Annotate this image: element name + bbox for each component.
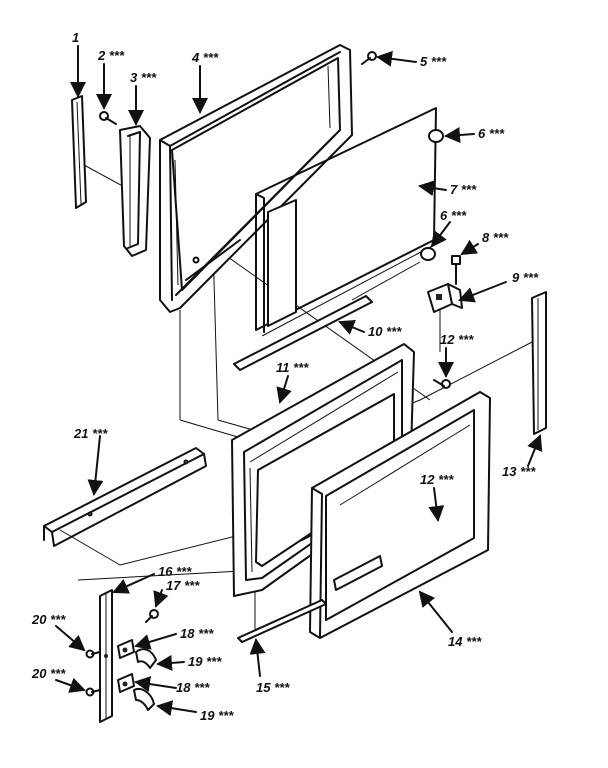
outer-door-frame	[159, 44, 353, 313]
label-part-2: 2 ***	[97, 48, 125, 63]
label-part-10: 10 ***	[368, 324, 402, 339]
door-hinge-bar	[99, 589, 113, 723]
door-bumper-lower	[420, 247, 436, 261]
hinge-bracket	[427, 283, 463, 313]
label-part-16: 16 ***	[158, 564, 192, 579]
liner-screw-upper	[433, 379, 451, 389]
label-part-17: 17 ***	[166, 578, 200, 593]
label-part-19b: 19 ***	[200, 708, 234, 723]
door-handle	[119, 125, 151, 257]
label-part-6b: 6 ***	[440, 208, 467, 223]
hinge-clip-lower	[117, 673, 135, 693]
label-part-18b: 18 ***	[176, 680, 210, 695]
label-part-20b: 20 ***	[31, 666, 66, 681]
label-part-13: 13 ***	[502, 464, 536, 479]
label-part-20a: 20 ***	[31, 612, 66, 627]
lower-trim-strip	[237, 599, 327, 643]
side-trim-strip	[71, 95, 87, 209]
hinge-arm-upper	[135, 648, 157, 669]
hinge-screw	[145, 609, 159, 623]
leader-lines	[55, 45, 543, 717]
hinge-stud	[451, 255, 461, 285]
label-part-3: 3 ***	[130, 70, 157, 85]
label-part-1: 1	[72, 30, 79, 45]
label-part-15: 15 ***	[256, 680, 290, 695]
label-part-21: 21 ***	[73, 426, 108, 441]
label-part-6a: 6 ***	[478, 126, 505, 141]
hinge-bar-screw-upper	[85, 649, 101, 659]
hinge-bar-screw-lower	[85, 687, 101, 697]
label-part-14: 14 ***	[448, 634, 482, 649]
lower-door-channel	[233, 295, 373, 371]
door-window-frame	[309, 391, 491, 639]
label-part-5: 5 ***	[420, 54, 447, 69]
frame-screw	[361, 51, 377, 65]
side-vent-strip	[531, 291, 547, 435]
label-part-7: 7 ***	[450, 182, 477, 197]
label-part-8: 8 ***	[482, 230, 509, 245]
hinge-clip-upper	[117, 639, 135, 659]
inner-door-liner	[231, 343, 415, 597]
door-bumper-upper	[428, 129, 444, 143]
bottom-support-rail	[43, 447, 207, 547]
label-part-11: 11 ***	[276, 360, 309, 375]
label-part-4: 4 ***	[191, 50, 219, 65]
label-part-18a: 18 ***	[180, 626, 214, 641]
handle-screw	[99, 111, 117, 125]
label-part-19a: 19 ***	[188, 654, 222, 669]
hinge-arm-lower	[133, 688, 155, 711]
part-labels: 1 2 *** 3 *** 4 *** 5 *** 6 *** 7 *** 6 …	[31, 30, 539, 723]
label-part-12a: 12 ***	[440, 332, 474, 347]
label-part-9: 9 ***	[512, 270, 539, 285]
label-part-12b: 12 ***	[420, 472, 454, 487]
